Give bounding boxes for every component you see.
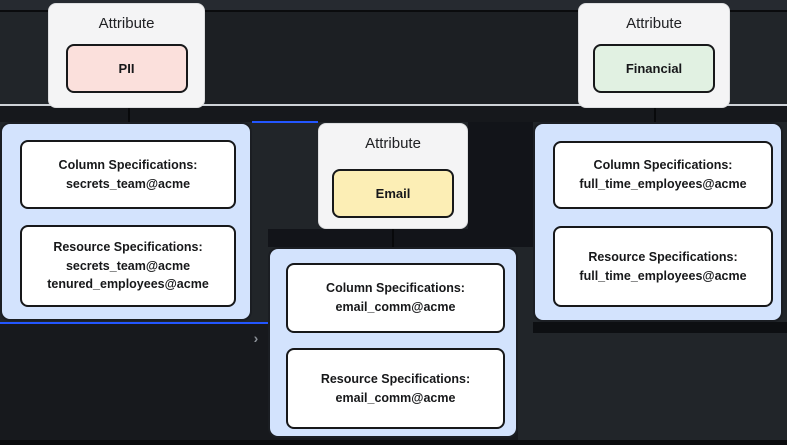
attribute-chip-financial: Financial <box>593 44 715 93</box>
attribute-node-title: Attribute <box>98 15 155 32</box>
lane-divider-line <box>0 104 787 106</box>
connector-below-email <box>392 229 394 247</box>
spec-line: email_comm@acme <box>335 390 456 405</box>
spec-line: full_time_employees@acme <box>579 177 747 191</box>
spec-line: Resource Specifications: <box>320 371 471 386</box>
background-row-band <box>0 104 787 122</box>
spec-line: secrets_team@acme <box>65 176 191 191</box>
attribute-node-title: Attribute <box>365 135 421 152</box>
spec-line: Resource Specifications: <box>588 249 738 264</box>
connector-below-financial <box>654 108 656 122</box>
attribute-node-title: Attribute <box>626 15 682 32</box>
edge-highlighted-bottom[interactable] <box>0 322 378 324</box>
attribute-node-pii[interactable]: Attribute PII <box>48 3 205 108</box>
background-gap-below-email <box>268 229 468 247</box>
background-top-line <box>0 10 787 12</box>
spec-line: Resource Specifications: <box>53 239 203 254</box>
background-gap-right-of-email <box>468 122 533 247</box>
edge-highlighted-top[interactable] <box>252 121 318 123</box>
spec-line: Column Specifications: <box>593 158 733 173</box>
resource-specifications-box: Resource Specifications: email_comm@acme <box>286 348 505 429</box>
spec-node-secrets-team[interactable]: Column Specifications: secrets_team@acme… <box>0 122 252 321</box>
attribute-chip-pii: PII <box>65 44 188 93</box>
background-top-strip <box>0 0 787 10</box>
spec-line: secrets_team@acme <box>65 258 191 273</box>
attribute-chip-email: Email <box>332 169 454 218</box>
spec-line: email_comm@acme <box>335 300 456 314</box>
spec-line: tenured_employees@acme <box>47 277 209 292</box>
spec-node-email-comm[interactable]: Column Specifications: email_comm@acme R… <box>268 247 518 438</box>
column-specifications-box: Column Specifications: email_comm@acme <box>286 263 505 333</box>
resource-specifications-box: Resource Specifications: secrets_team@ac… <box>20 225 236 307</box>
spec-line: Column Specifications: <box>326 281 465 296</box>
connector-below-pii <box>128 106 130 122</box>
background-below-right-node <box>533 322 787 333</box>
column-specifications-box: Column Specifications: secrets_team@acme <box>20 140 236 209</box>
chevron-right-icon: › <box>253 330 259 346</box>
column-specifications-box: Column Specifications: full_time_employe… <box>553 141 773 209</box>
background-bottom-strip <box>0 440 787 445</box>
spec-line: full_time_employees@acme <box>579 268 747 283</box>
resource-specifications-box: Resource Specifications: full_time_emplo… <box>553 226 773 307</box>
spec-node-full-time-employees[interactable]: Column Specifications: full_time_employe… <box>533 122 783 322</box>
background-mid-dark-region <box>205 12 578 104</box>
attribute-node-financial[interactable]: Attribute Financial <box>578 3 730 108</box>
spec-line: Column Specifications: <box>58 157 198 172</box>
attribute-node-email[interactable]: Attribute Email <box>318 123 468 229</box>
